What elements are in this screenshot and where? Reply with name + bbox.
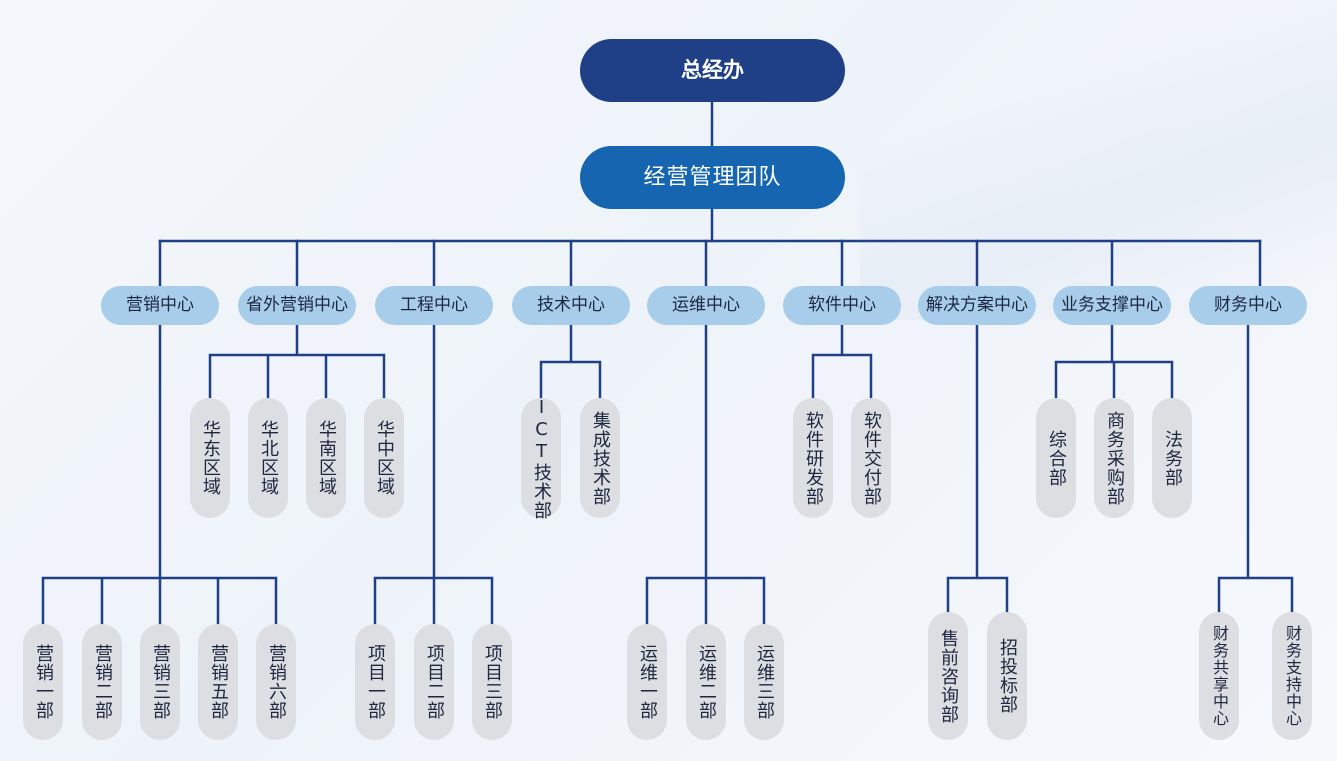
dept-label: 法务部: [1162, 429, 1183, 487]
connector-software: [811, 323, 873, 400]
dept-node: 营销五部: [198, 624, 238, 740]
dept-node: 招投标部: [987, 612, 1027, 740]
center-node: 软件中心: [783, 286, 901, 325]
dept-node: 华南区域: [306, 398, 346, 518]
dept-label: 售前咨询部: [938, 628, 959, 724]
connector-finance: [1217, 323, 1294, 626]
connector-support: [1054, 323, 1174, 400]
dept-label: 华南区域: [316, 420, 337, 496]
dept-label: ICT技术部: [531, 396, 552, 520]
dept-node: 营销二部: [82, 624, 122, 740]
connector-solutions: [946, 323, 1009, 626]
dept-node: 法务部: [1152, 398, 1192, 518]
dept-label: 营销一部: [33, 644, 54, 720]
root-node: 总经办: [580, 39, 845, 102]
dept-node: 项目一部: [355, 624, 395, 740]
center-node: 省外营销中心: [238, 286, 356, 325]
dept-node: 综合部: [1036, 398, 1076, 518]
dept-node: 华北区域: [248, 398, 288, 518]
center-node: 营销中心: [101, 286, 219, 325]
center-node: 工程中心: [375, 286, 493, 325]
dept-node: 运维二部: [686, 624, 726, 740]
dept-label: 商务采购部: [1104, 410, 1125, 506]
dept-label: 运维一部: [637, 644, 658, 720]
dept-node: 运维一部: [627, 624, 667, 740]
dept-node: 项目二部: [414, 624, 454, 740]
connector-ops: [645, 323, 766, 626]
dept-node: 软件研发部: [793, 398, 833, 518]
dept-label: 营销五部: [208, 644, 229, 720]
dept-node: 华东区域: [190, 398, 230, 518]
connector-regions: [208, 323, 386, 400]
dept-label: 项目二部: [424, 644, 445, 720]
dept-node: 财务支持中心: [1272, 612, 1312, 740]
dept-node: 售前咨询部: [928, 612, 968, 740]
dept-label: 项目一部: [365, 644, 386, 720]
dept-label: 华中区域: [374, 420, 395, 496]
connector-projects: [373, 323, 494, 626]
dept-label: 招投标部: [997, 638, 1018, 714]
dept-label: 营销六部: [266, 644, 287, 720]
dept-node: 华中区域: [364, 398, 404, 518]
center-node: 技术中心: [512, 286, 630, 325]
dept-label: 华东区域: [200, 420, 221, 496]
dept-node: 营销三部: [140, 624, 180, 740]
connector-center-drops: [158, 239, 1262, 288]
dept-label: 华北区域: [258, 420, 279, 496]
connector-tech: [539, 323, 602, 400]
dept-label: 综合部: [1046, 429, 1067, 487]
dept-label: 运维三部: [754, 644, 775, 720]
dept-label: 运维二部: [696, 644, 717, 720]
dept-node: 营销六部: [256, 624, 296, 740]
connector-marketing: [41, 323, 278, 626]
dept-node: 商务采购部: [1094, 398, 1134, 518]
dept-label: 营销三部: [150, 644, 171, 720]
background-decoration: [860, 0, 1337, 320]
dept-node: ICT技术部: [521, 396, 561, 520]
dept-label: 软件研发部: [803, 410, 824, 506]
dept-label: 软件交付部: [861, 410, 882, 506]
dept-node: 财务共享中心: [1199, 612, 1239, 740]
dept-label: 项目三部: [482, 644, 503, 720]
dept-node: 软件交付部: [851, 398, 891, 518]
team-node: 经营管理团队: [580, 146, 845, 209]
dept-node: 集成技术部: [580, 398, 620, 518]
dept-node: 营销一部: [23, 624, 63, 740]
center-node: 财务中心: [1189, 286, 1307, 325]
center-node: 业务支撑中心: [1053, 286, 1171, 325]
center-node: 解决方案中心: [918, 286, 1036, 325]
dept-label: 财务共享中心: [1210, 625, 1229, 727]
dept-label: 营销二部: [92, 644, 113, 720]
center-node: 运维中心: [647, 286, 765, 325]
dept-label: 集成技术部: [590, 410, 611, 506]
dept-node: 项目三部: [472, 624, 512, 740]
dept-node: 运维三部: [744, 624, 784, 740]
dept-label: 财务支持中心: [1283, 625, 1302, 727]
